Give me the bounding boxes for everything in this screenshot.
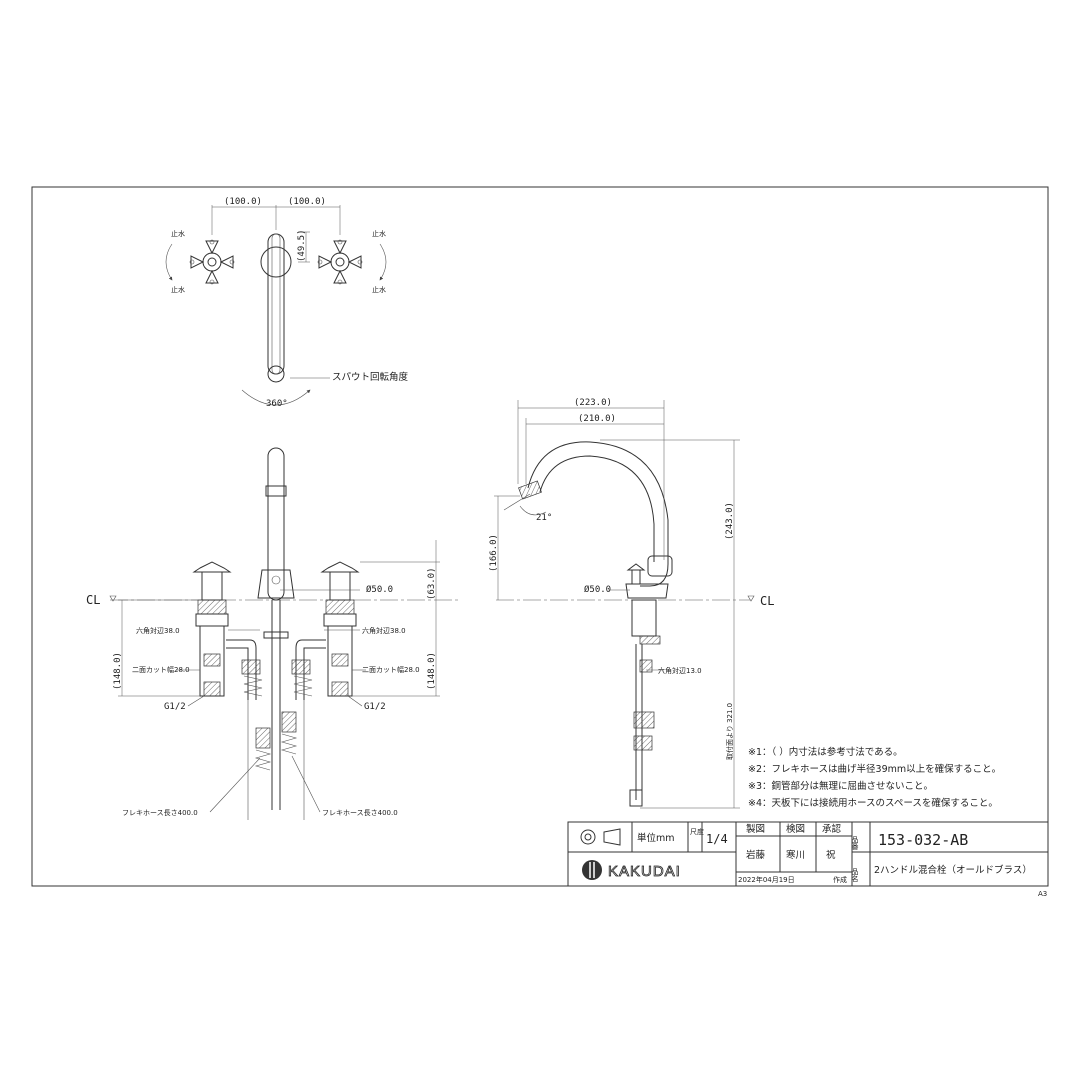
scale-label: 尺度 bbox=[690, 827, 704, 836]
checked-header: 検図 bbox=[786, 823, 805, 835]
front-view: CL bbox=[86, 447, 460, 820]
front-dim-148-right: (148.0) bbox=[427, 652, 437, 690]
front-hose-left: フレキホース長さ400.0 bbox=[122, 809, 198, 817]
side-dim-321: 取付面より 321.0 bbox=[725, 703, 734, 760]
front-cut-left: 二面カット幅28.0 bbox=[132, 665, 190, 674]
side-dim-210: (210.0) bbox=[578, 414, 616, 424]
kakudai-logo: KAKUDAI bbox=[582, 860, 681, 880]
notes: ※1：（ ）内寸法は参考寸法である。 ※2：フレキホースは曲げ半径39mm以上を… bbox=[748, 746, 1001, 809]
front-spout bbox=[257, 447, 295, 601]
approved-header: 承認 bbox=[822, 823, 842, 835]
side-dim-223: (223.0) bbox=[574, 398, 612, 408]
svg-text:KAKUDAI: KAKUDAI bbox=[608, 863, 681, 880]
note-3: ※3：銅管部分は無理に屈曲させないこと。 bbox=[748, 780, 933, 792]
side-diameter: Ø50.0 bbox=[584, 584, 611, 595]
side-spout bbox=[518, 441, 673, 599]
part-no: 153-032-AB bbox=[878, 831, 968, 849]
approved-by: 祝 bbox=[826, 849, 836, 861]
front-diameter: Ø50.0 bbox=[366, 584, 393, 595]
right-handle-stop-top: 止水 bbox=[372, 229, 386, 238]
front-right-valve bbox=[291, 561, 360, 700]
projection-symbol-icon bbox=[580, 828, 621, 846]
part-no-label: 品番 bbox=[851, 836, 859, 851]
name-label: 品名 bbox=[851, 868, 859, 883]
front-hex-left: 六角対辺38.0 bbox=[136, 626, 180, 635]
side-angle: 21° bbox=[536, 513, 552, 523]
front-left-valve bbox=[192, 561, 263, 700]
left-handle-top-view bbox=[189, 239, 235, 285]
right-handle-stop-bottom: 止水 bbox=[372, 285, 386, 294]
top-view: (100.0) (100.0) (49.5) 止水 止水 止水 止水 bbox=[165, 197, 409, 409]
spout-top-view bbox=[260, 233, 292, 383]
side-shank bbox=[629, 599, 661, 807]
note-4: ※4：天板下には接続用ホースのスペースを確保すること。 bbox=[748, 797, 998, 809]
created-label: 作成 bbox=[833, 875, 847, 884]
front-cl-label: CL bbox=[86, 593, 100, 607]
checked-by: 寒川 bbox=[786, 849, 805, 861]
unit-label: 単位mm bbox=[637, 832, 675, 844]
side-hex-13: 六角対辺13.0 bbox=[658, 666, 702, 675]
top-dim-right: (100.0) bbox=[288, 197, 326, 207]
front-thread-left: G1/2 bbox=[164, 702, 186, 712]
note-2: ※2：フレキホースは曲げ半径39mm以上を確保すること。 bbox=[748, 763, 1001, 775]
top-dim-offset: (49.5) bbox=[297, 229, 307, 262]
product-name: 2ハンドル混合栓（オールドブラス） bbox=[874, 864, 1032, 876]
front-hose-right: フレキホース長さ400.0 bbox=[322, 809, 398, 817]
side-dim-243: (243.0) bbox=[725, 502, 735, 540]
title-block: 単位mm 尺度 1/4 製図 検図 承認 岩藤 寒川 祝 2022年04月19日… bbox=[567, 821, 1049, 887]
right-handle-top-view bbox=[317, 239, 363, 285]
left-handle-stop-top: 止水 bbox=[171, 229, 185, 238]
sheet-size: A3 bbox=[1038, 890, 1047, 898]
front-dim-148-left: (148.0) bbox=[113, 652, 123, 690]
drawing-frame bbox=[31, 186, 1049, 887]
side-cl-label: CL bbox=[760, 594, 774, 608]
side-view: CL (223.0) (210.0) bbox=[489, 398, 774, 809]
spout-rotation-label: スパウト回転角度 bbox=[332, 371, 409, 383]
left-handle-stop-bottom: 止水 bbox=[171, 285, 185, 294]
front-cut-right: 二面カット幅28.0 bbox=[362, 665, 420, 674]
scale-value: 1/4 bbox=[706, 832, 728, 846]
front-thread-right: G1/2 bbox=[364, 702, 386, 712]
drawn-by: 岩藤 bbox=[746, 849, 766, 861]
front-hex-right: 六角対辺38.0 bbox=[362, 626, 406, 635]
front-hoses bbox=[247, 600, 305, 820]
date: 2022年04月19日 bbox=[738, 875, 795, 884]
note-1: ※1：（ ）内寸法は参考寸法である。 bbox=[748, 746, 903, 758]
rotation-angle: 360° bbox=[266, 399, 288, 409]
top-dim-left: (100.0) bbox=[224, 197, 262, 207]
front-dim-63: (63.0) bbox=[427, 567, 437, 600]
drawn-header: 製図 bbox=[746, 823, 765, 835]
side-dim-166: (166.0) bbox=[489, 534, 499, 572]
